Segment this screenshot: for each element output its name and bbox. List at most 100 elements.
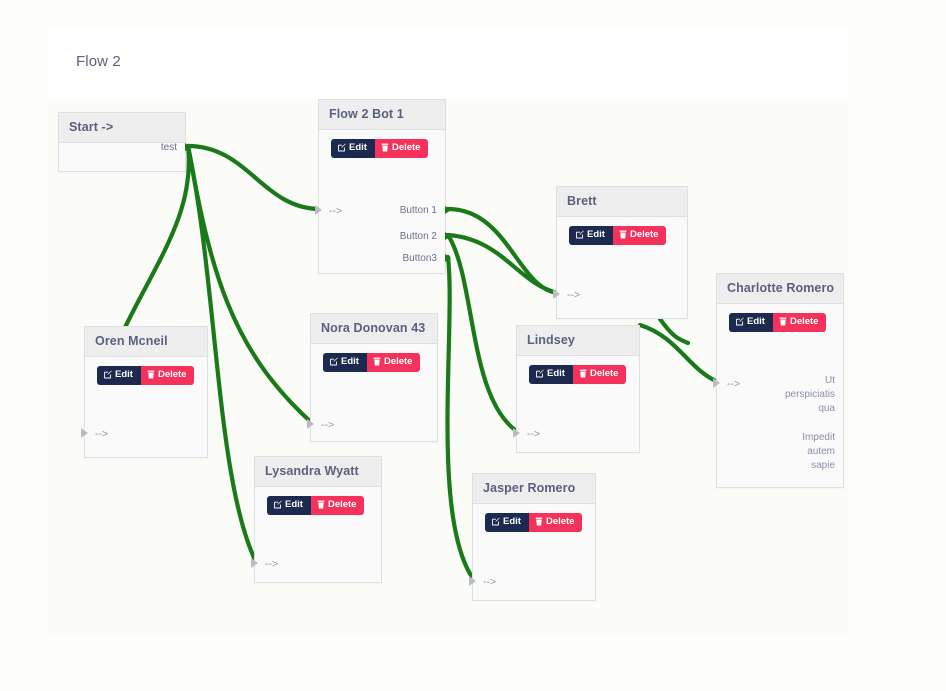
node-output-port[interactable]: Button3	[402, 253, 437, 264]
node-output-port[interactable]: Button 1	[399, 205, 437, 216]
output-port-arrow-icon	[185, 143, 191, 151]
edit-button[interactable]: Edit	[729, 313, 773, 332]
page-title: Flow 2	[76, 53, 121, 70]
flow-edge[interactable]	[657, 316, 691, 346]
flow-edge[interactable]	[637, 322, 721, 385]
node-input-port[interactable]: -->	[321, 419, 335, 431]
node-input-port[interactable]: -->	[265, 558, 279, 570]
delete-button[interactable]: Delete	[310, 496, 365, 515]
node-text-line: Impedit	[802, 432, 835, 443]
trash-icon	[381, 143, 389, 152]
edit-button[interactable]: Edit	[267, 496, 311, 515]
node-text-line: perspiciatis	[784, 389, 835, 400]
output-port-arrow-icon	[445, 206, 451, 214]
edit-button-label: Edit	[747, 316, 765, 327]
edit-button[interactable]: Edit	[331, 139, 375, 158]
node-text-line: Ut	[825, 375, 835, 386]
node-title: Brett	[557, 187, 687, 217]
edit-button[interactable]: Edit	[323, 353, 367, 372]
node-body: Edit Delete	[255, 487, 381, 581]
node-text-line: sapie	[811, 460, 835, 471]
pencil-square-icon	[338, 143, 346, 152]
node-title: Lysandra Wyatt	[255, 457, 381, 487]
delete-button[interactable]: Delete	[374, 139, 429, 158]
input-port-arrow-icon	[553, 289, 560, 299]
node-title: Start ->	[59, 113, 185, 143]
node-output-port[interactable]: Button 2	[399, 231, 437, 242]
delete-button[interactable]: Delete	[572, 365, 627, 384]
node-input-port[interactable]: -->	[727, 378, 741, 390]
flow-edge[interactable]	[445, 206, 561, 296]
node-body: Edit Delete	[557, 217, 687, 317]
node-body: Edit Delete	[517, 356, 639, 451]
flow-node-nora[interactable]: Nora Donovan 43 Edit Delete -->	[307, 313, 438, 442]
pencil-square-icon	[736, 317, 744, 326]
delete-button[interactable]: Delete	[140, 366, 195, 385]
edit-button-label: Edit	[341, 356, 359, 367]
edit-button[interactable]: Edit	[569, 226, 613, 245]
delete-button-label: Delete	[589, 368, 619, 379]
node-action-row: Edit Delete	[311, 344, 437, 372]
trash-icon	[147, 370, 155, 379]
edit-button-label: Edit	[349, 142, 367, 153]
delete-button[interactable]: Delete	[772, 313, 827, 332]
input-port-arrow-icon	[251, 558, 258, 568]
node-action-row: Edit Delete	[557, 217, 687, 245]
pencil-square-icon	[330, 357, 338, 366]
delete-button[interactable]: Delete	[528, 513, 583, 532]
trash-icon	[535, 517, 543, 526]
delete-button[interactable]: Delete	[612, 226, 667, 245]
node-input-port[interactable]: -->	[483, 576, 497, 588]
delete-button-label: Delete	[391, 142, 421, 153]
node-title: Jasper Romero	[473, 474, 595, 504]
edit-button[interactable]: Edit	[529, 365, 573, 384]
delete-button-label: Delete	[157, 369, 187, 380]
flow-edge[interactable]	[445, 254, 477, 583]
node-action-row: Edit Delete	[517, 356, 639, 384]
flow-header-card: Flow 2	[48, 29, 848, 99]
input-port-arrow-icon	[513, 428, 520, 438]
edit-button-label: Edit	[285, 499, 303, 510]
node-input-port[interactable]: -->	[567, 289, 581, 301]
delete-button-label: Delete	[327, 499, 357, 510]
edit-button[interactable]: Edit	[485, 513, 529, 532]
node-text-line: qua	[818, 403, 835, 414]
node-title: Nora Donovan 43	[311, 314, 437, 344]
pencil-square-icon	[274, 500, 282, 509]
node-output-port[interactable]: test	[160, 142, 177, 153]
node-input-port[interactable]: -->	[95, 428, 109, 440]
edit-button-label: Edit	[547, 368, 565, 379]
pencil-square-icon	[492, 517, 500, 526]
node-title: Oren Mcneil	[85, 327, 207, 357]
node-body: Edit Delete	[717, 304, 843, 486]
flow-edge[interactable]	[185, 143, 323, 212]
edit-button-label: Edit	[503, 516, 521, 527]
trash-icon	[317, 500, 325, 509]
delete-button-label: Delete	[789, 316, 819, 327]
edit-button-label: Edit	[115, 369, 133, 380]
delete-button[interactable]: Delete	[366, 353, 421, 372]
flow-node-start[interactable]: Start ->test	[58, 112, 191, 172]
flow-edge[interactable]	[445, 232, 521, 435]
flow-edge[interactable]	[445, 232, 561, 296]
edit-button[interactable]: Edit	[97, 366, 141, 385]
edit-button-label: Edit	[587, 229, 605, 240]
node-input-port[interactable]: -->	[329, 205, 343, 217]
node-input-port[interactable]: -->	[527, 428, 541, 440]
input-port-arrow-icon	[469, 576, 476, 586]
node-action-row: Edit Delete	[717, 304, 843, 332]
delete-button-label: Delete	[383, 356, 413, 367]
node-action-row: Edit Delete	[85, 357, 207, 385]
pencil-square-icon	[576, 230, 584, 239]
node-body: Edit Delete	[311, 344, 437, 440]
node-body: Edit Delete	[85, 357, 207, 456]
